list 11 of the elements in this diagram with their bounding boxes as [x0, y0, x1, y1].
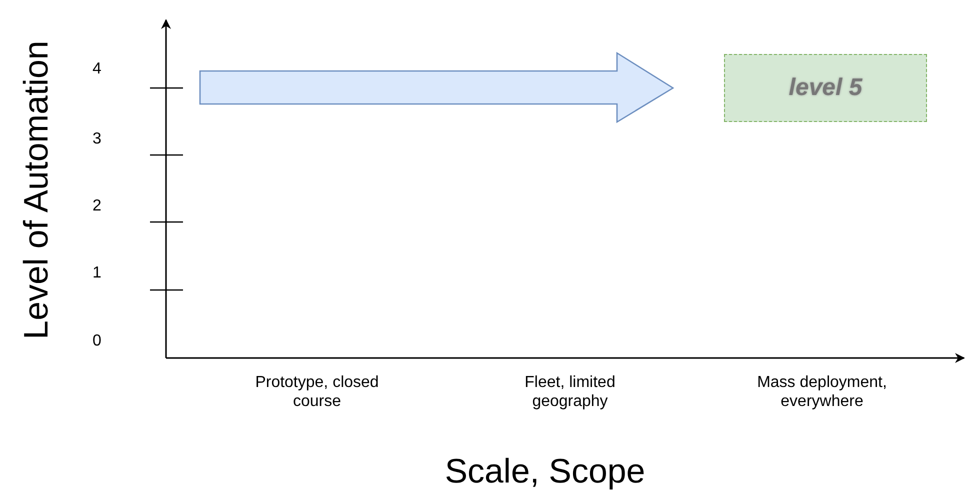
category-label: Mass deployment, everywhere — [756, 372, 888, 412]
axis-title: Scale, Scope — [444, 452, 646, 492]
tick-label: 1 — [92, 263, 102, 283]
axis-title: Level of Automation — [16, 40, 57, 340]
level-box: level 5 — [724, 54, 927, 122]
tick-label: 3 — [92, 129, 102, 149]
tick-label: 0 — [92, 331, 102, 351]
category-label: Prototype, closed course — [254, 372, 380, 412]
tick-label: 2 — [92, 196, 102, 216]
category-label: Fleet, limited geography — [524, 372, 616, 412]
tick-label: 4 — [92, 59, 102, 79]
